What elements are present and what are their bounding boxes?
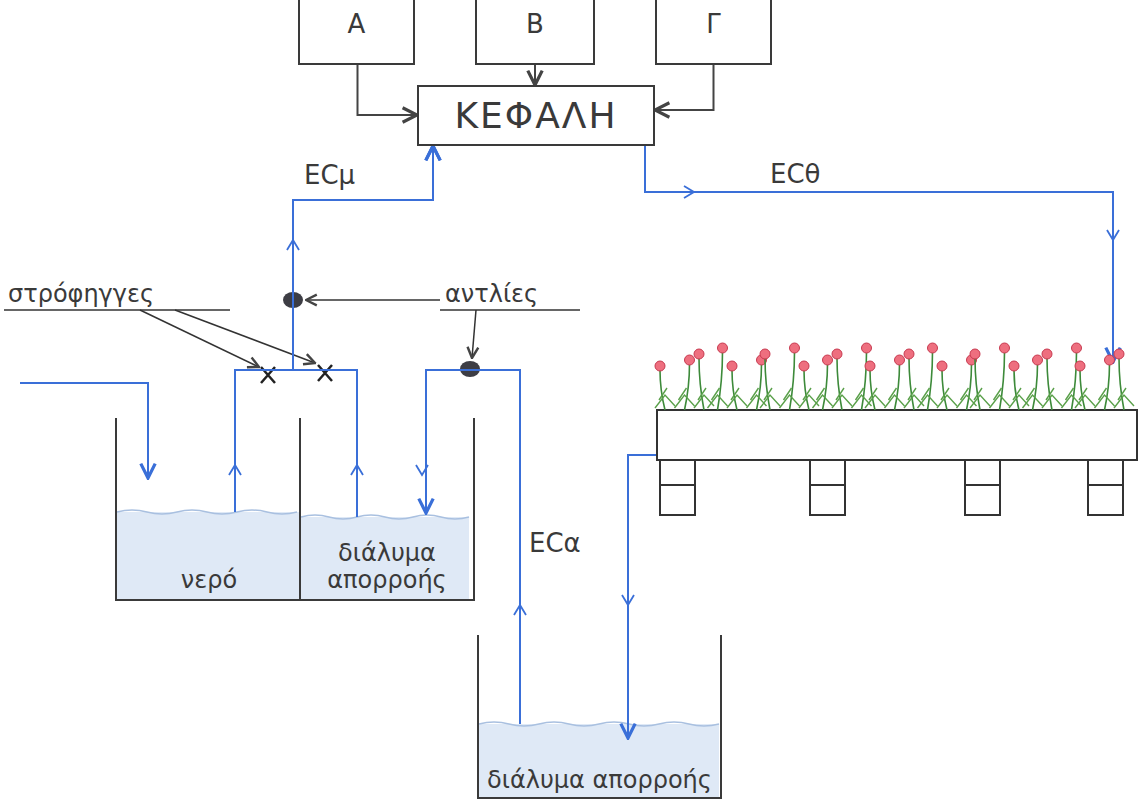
flow-arrow (684, 186, 1119, 240)
flow-arrow (622, 595, 634, 605)
valve-label: στρόφηγγες (8, 281, 154, 307)
drain-tank: διάλυμα απορροής (477, 635, 722, 799)
flow-arrow (229, 465, 241, 475)
flow-arrow (351, 465, 363, 475)
head-label: ΚΕΦΑΛΗ (448, 96, 623, 136)
control-head: ΚΕΦΑΛΗ (417, 85, 655, 146)
flow-arrow (287, 240, 299, 250)
water-fill (479, 724, 719, 798)
flow-arrow (416, 465, 428, 475)
feed-line (358, 65, 418, 115)
drain-tank: διάλυμα απορροής (299, 418, 475, 601)
pump-label: αντλίες (445, 281, 538, 307)
tank-box: Α (298, 0, 415, 65)
plant-bed (657, 410, 1137, 515)
tank-label: Β (520, 10, 550, 39)
tank-box: Β (475, 0, 595, 65)
tank-box: Γ (655, 0, 772, 65)
tank-label: νερό (175, 567, 243, 593)
water-inlet (20, 383, 148, 478)
feed-line (534, 65, 536, 85)
valve-symbol (261, 365, 332, 383)
water-tank: νερό (115, 418, 301, 601)
pipe (293, 146, 433, 517)
signal-label: ECθ (770, 160, 821, 189)
flow-arrow (514, 605, 526, 615)
supply-pipe (645, 146, 1113, 362)
pipe (426, 370, 520, 724)
tank-label: διάλυμα απορροής (481, 767, 718, 793)
tank-label: Α (342, 10, 372, 39)
tank-label: διάλυμα απορροής (301, 540, 473, 593)
feed-line (655, 65, 714, 110)
signal-label: ECμ (302, 160, 357, 190)
tank-label: Γ (700, 10, 727, 39)
signal-label: ECα (527, 528, 583, 558)
water-fill (117, 512, 299, 599)
flowers (655, 343, 1134, 410)
